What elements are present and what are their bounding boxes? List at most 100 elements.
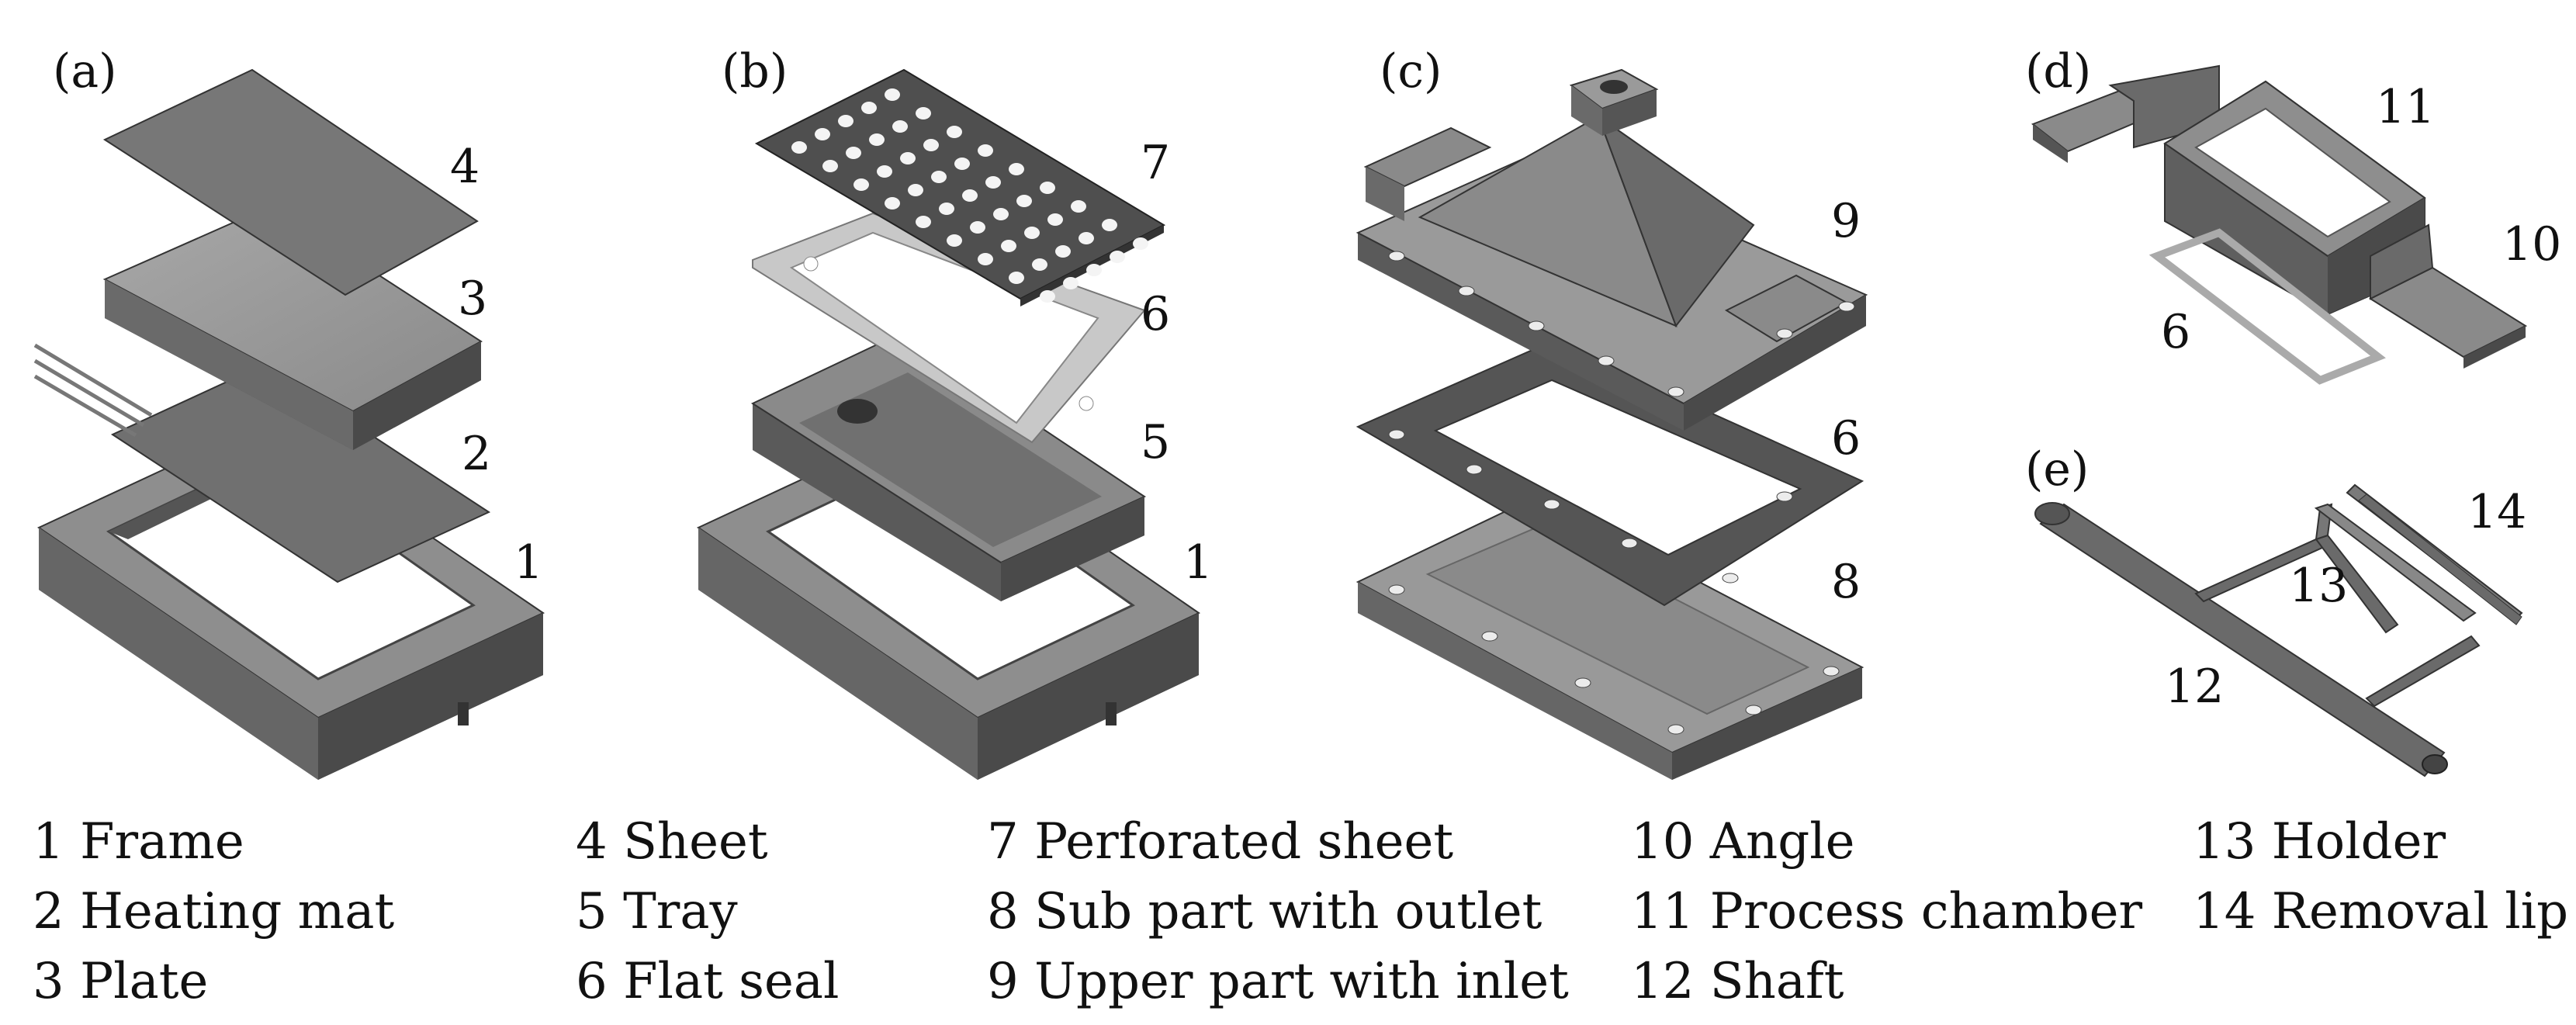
bolt-hole <box>1388 584 1405 595</box>
perforation-hole <box>1110 251 1125 263</box>
perforation-hole <box>1040 182 1055 194</box>
panel-c-drawing <box>1356 68 1868 780</box>
perforation-hole <box>978 144 993 157</box>
callout-12: 12 <box>2165 660 2225 714</box>
legend-column-2: 4 Sheet 5 Tray 6 Flat seal <box>576 807 840 1016</box>
bolt-hole <box>1745 705 1762 715</box>
upper-part-with-inlet <box>1356 68 1868 431</box>
perforation-hole <box>861 102 877 114</box>
bolt-hole <box>1667 724 1684 735</box>
callout-2: 2 <box>462 427 492 481</box>
callout-4: 4 <box>450 140 480 194</box>
perforation-hole <box>1047 213 1063 226</box>
perforation-hole <box>885 88 900 101</box>
callout-7: 7 <box>1141 136 1171 190</box>
perforation-hole <box>1055 245 1071 258</box>
callout-10: 10 <box>2502 217 2562 272</box>
plate-part <box>102 204 483 450</box>
perforation-hole <box>1009 163 1024 175</box>
perforation-hole <box>877 165 892 178</box>
perforation-hole <box>1079 232 1094 244</box>
legend-item: 10 Angle <box>1631 813 1855 871</box>
angle-part <box>2031 64 2220 163</box>
panel-a-drawing <box>33 68 545 780</box>
tray-part <box>750 332 1147 601</box>
callout-6: 6 <box>1141 287 1171 341</box>
perforation-hole <box>923 139 939 151</box>
callout-6: 6 <box>1831 411 1861 466</box>
heating-mat-part <box>33 343 491 583</box>
perforation-hole <box>1102 219 1117 231</box>
perforation-hole <box>985 176 1001 189</box>
exploded-assembly-figure: (a) (b) (c) (d) (e) 4 3 2 1 7 6 5 1 9 6 … <box>33 44 2562 780</box>
perforation-hole <box>822 160 838 172</box>
perforation-hole <box>931 171 947 183</box>
bolt-hole <box>1528 320 1545 331</box>
callout-1: 1 <box>514 535 544 590</box>
assembly-drawing <box>33 64 2528 780</box>
legend-column-3: 7 Perforated sheet 8 Sub part with outle… <box>987 807 1569 1016</box>
perforation-hole <box>993 208 1009 220</box>
sub-part-with-outlet <box>1356 495 1864 780</box>
perforation-hole <box>1086 264 1102 276</box>
perforation-hole <box>846 147 861 159</box>
panel-label-e: (e) <box>2025 442 2090 497</box>
perforated-sheet-part <box>754 68 1166 306</box>
legend-column-5: 13 Holder 14 Removal lip <box>2193 807 2568 947</box>
bolt-hole <box>1466 464 1483 475</box>
perforation-hole <box>815 128 830 140</box>
bolt-holes <box>1388 251 1855 735</box>
callout-8: 8 <box>1831 555 1861 609</box>
perforation-hole <box>1032 258 1047 271</box>
bolt-hole <box>1838 301 1855 312</box>
legend-column-1: 1 Frame 2 Heating mat 3 Plate <box>33 807 394 1016</box>
panel-e-drawing <box>2034 483 2523 777</box>
legend-item: 6 Flat seal <box>576 953 840 1010</box>
flat-seal-part <box>1356 340 1864 607</box>
perforation-hole <box>939 203 954 215</box>
perforation-hole <box>916 107 931 119</box>
bolt-hole <box>1543 499 1560 510</box>
flat-seal-part <box>2148 228 2386 385</box>
callout-13: 13 <box>2289 559 2349 613</box>
callout-1: 1 <box>1183 535 1214 590</box>
bolt-hole <box>1776 328 1793 339</box>
perforation-hole <box>1009 272 1024 284</box>
panel-b-drawing <box>696 68 1200 780</box>
callout-3: 3 <box>458 272 488 326</box>
perforation-hole <box>962 189 978 202</box>
bolt-hole <box>1722 573 1739 583</box>
process-chamber-part <box>2163 80 2426 316</box>
callout-11: 11 <box>2376 80 2436 134</box>
legend-item: 7 Perforated sheet <box>987 813 1454 871</box>
perforation-hole <box>1001 240 1016 252</box>
bolt-hole <box>1574 677 1591 688</box>
legend-item: 3 Plate <box>33 953 209 1010</box>
perforation-hole <box>869 133 885 146</box>
bolt-hole <box>1621 538 1638 549</box>
legend-item: 9 Upper part with inlet <box>987 953 1569 1010</box>
bolt-hole <box>1776 491 1793 502</box>
legend-item: 11 Process chamber <box>1631 883 2143 940</box>
perforation-hole <box>1040 290 1055 303</box>
removal-lip-part <box>2346 483 2523 625</box>
perforation-hole <box>838 115 853 127</box>
legend-item: 13 Holder <box>2193 813 2446 871</box>
perforation-hole <box>1071 200 1086 213</box>
bolt-hole <box>1388 429 1405 440</box>
panel-label-b: (b) <box>722 44 788 99</box>
perforation-hole <box>892 120 908 133</box>
panel-label-d: (d) <box>2025 44 2092 99</box>
legend-column-4: 10 Angle 11 Process chamber 12 Shaft <box>1631 807 2142 1016</box>
bolt-hole <box>1823 666 1840 677</box>
panel-label-a: (a) <box>53 44 117 99</box>
legend-item: 2 Heating mat <box>33 883 395 940</box>
perforation-hole <box>900 152 916 164</box>
legend-item: 1 Frame <box>33 813 244 871</box>
bolt-hole <box>1388 251 1405 261</box>
perforation-hole <box>791 141 807 154</box>
callout-9: 9 <box>1831 194 1861 248</box>
perforation-hole <box>1024 227 1040 239</box>
panel-d-drawing <box>2031 64 2528 385</box>
holder-part <box>2194 503 2481 708</box>
